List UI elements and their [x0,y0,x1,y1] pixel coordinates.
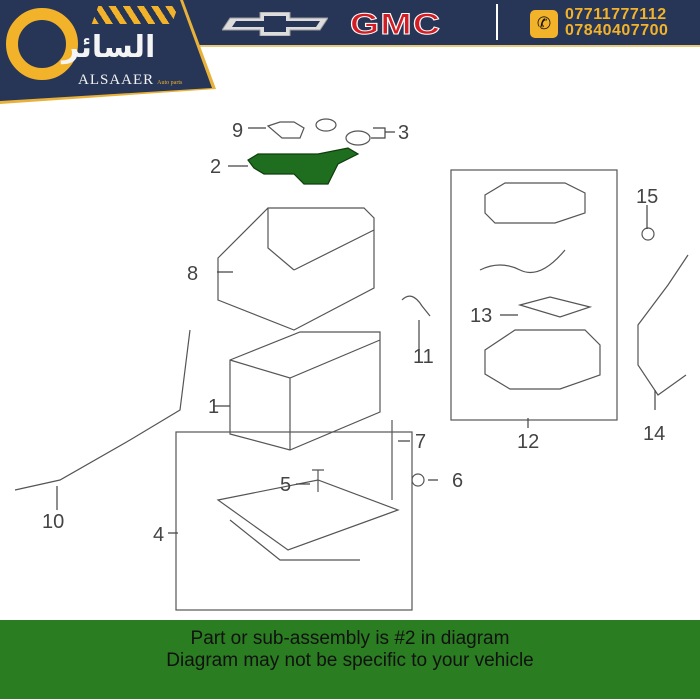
callout-10: 10 [42,511,64,533]
callout-3: 3 [398,122,409,144]
callout-9: 9 [232,120,243,142]
callout-13: 13 [470,305,492,327]
part-5-bolt [312,469,324,492]
callout-2: 2 [210,156,221,178]
leader-lines [56,127,656,534]
callout-6: 6 [452,470,463,492]
part-8-insulator [217,207,375,331]
part-1-battery [229,331,381,451]
phone-icon: ✆ [530,10,558,38]
phone-numbers: 07711777112 07840407700 [565,7,668,39]
callout-5: 5 [280,474,291,496]
part-12-cable [479,249,566,274]
logo-tagline: Auto parts [157,80,183,86]
part-3-cap-a [315,118,337,132]
logo-latin-text: ALSAAER [78,72,155,88]
logo-arabic: السائر [62,30,156,65]
part-6-nut [411,473,425,487]
part-14-cable [637,254,689,396]
part-4-tray [216,479,400,561]
footer-banner: Part or sub-assembly is #2 in diagram Di… [0,620,700,699]
footer-line-2: Diagram may not be specific to your vehi… [166,650,534,671]
callout-12: 12 [517,431,539,453]
part-9 [266,121,305,139]
callout-4: 4 [153,524,164,546]
part-3-cap-b [345,130,371,146]
part-12-fuse-block [484,329,601,390]
callout-7: 7 [415,431,426,453]
checkered-flag-icon [91,6,179,24]
part-12-fuse-cover [484,182,586,224]
part-12-box [450,169,618,421]
callout-14: 14 [643,423,665,445]
part-2-hold-down-bracket [247,147,360,185]
callout-1: 1 [208,396,219,418]
callout-11: 11 [413,346,434,368]
part-10-cable [14,329,191,491]
phone-number-1[interactable]: 07711777112 [565,6,667,23]
part-13 [517,296,593,318]
part-4-box [175,431,413,611]
header-divider [496,4,498,40]
part-11-clip [401,295,431,317]
gmc-logo: GMC [349,8,442,42]
part-15-nut [641,227,655,241]
callout-15: 15 [636,186,658,208]
chevrolet-bowtie-logo [222,12,328,36]
footer-line-1: Part or sub-assembly is #2 in diagram [190,628,510,649]
parts-diagram: 1 2 3 4 5 6 7 8 9 10 11 12 13 14 15 [14,118,689,611]
callout-8: 8 [187,263,198,285]
phone-number-2[interactable]: 07840407700 [565,22,669,39]
